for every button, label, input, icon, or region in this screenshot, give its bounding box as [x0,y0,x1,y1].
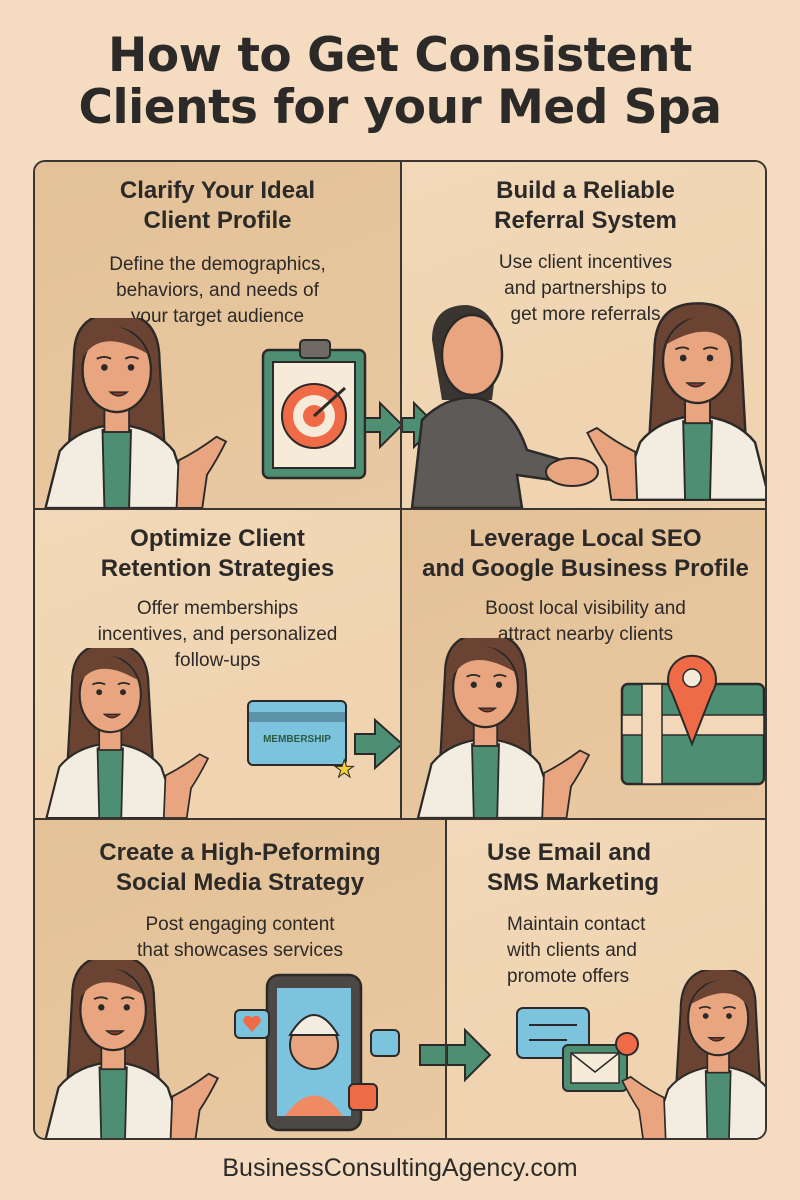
handshake-illustration [402,302,765,508]
description-line: Use client incentives [498,252,673,273]
panel-description: Boost local visibility and attract nearby… [402,596,765,648]
doctor-illustration [447,970,765,1138]
panel-heading: Leverage Local SEO and Google Business Pr… [402,524,765,584]
description-line: promote offers [507,966,630,987]
description-line: Maintain contact [507,914,646,935]
email-icon [562,1044,628,1092]
like-bubble-icon [348,1083,378,1111]
heart-bubble-icon [234,1009,270,1039]
heading-line: Client Profile [143,207,292,234]
client-figure [410,305,564,508]
description-line: and partnerships to [504,278,667,299]
description-line: Define the demographics, [109,254,326,275]
heading-line: Referral System [494,207,677,234]
description-line: with clients and [507,940,637,961]
doctor-illustration [43,960,445,1138]
footer-website: BusinessConsultingAgency.com [222,1154,578,1182]
heading-line: Optimize Client [130,525,305,552]
description-line: attract nearby clients [497,624,674,645]
arrow-icon [419,1044,445,1066]
description-line: Boost local visibility and [485,598,686,619]
heading-line: Create a High-Peforming [99,839,381,866]
panel-description: Offer memberships incentives, and persona… [35,596,400,674]
description-line: follow-ups [174,650,261,671]
handshake-icon [545,457,599,487]
star-icon: ★ [333,756,355,783]
arrow-icon [364,400,400,450]
panel-description: Maintain contact with clients and promote … [447,912,765,990]
title-line-1: How to Get Consistent [108,28,692,83]
description-line: get more referrals [510,304,661,325]
heading-line: Leverage Local SEO [469,525,702,552]
heading-line: Build a Reliable [496,177,675,204]
description-line: behaviors, and needs of [116,280,319,301]
smartphone-icon [265,973,363,1132]
heading-line: Clarify Your Ideal [119,177,316,204]
doctor-illustration [416,638,765,818]
description-line: Post engaging content [145,914,335,935]
arrow-icon [354,717,400,771]
card-label: MEMBERSHIP [263,734,331,745]
panel-description: Define the demographics, behaviors, and n… [35,252,400,330]
panel-description: Use client incentives and partnerships to… [402,250,765,328]
heading-line: Use Email and [487,839,652,866]
target-clipboard-icon [261,339,367,480]
panel-description: Post engaging content that showcases serv… [35,912,445,964]
heading-line: and Google Business Profile [422,555,749,582]
location-pin-icon [667,654,717,747]
chat-bubble-icon [370,1029,400,1057]
title-line-2: Clients for your Med Spa [78,80,722,135]
notification-badge-icon [615,1032,639,1056]
description-line: Offer memberships [136,598,299,619]
doctor-illustration [45,648,400,818]
heading-line: Retention Strategies [100,555,335,582]
page-title: How to Get Consistent Clients for your M… [0,30,800,134]
description-line: that showcases services [137,940,343,961]
description-line: your target audience [130,306,305,327]
heading-line: SMS Marketing [487,869,660,896]
description-line: incentives, and personalized [97,624,338,645]
panel-local-seo: Leverage Local SEO and Google Business Pr… [402,510,765,820]
membership-card: MEMBERSHIP ★ [247,700,355,782]
doctor-illustration [44,318,400,508]
heading-line: Social Media Strategy [115,869,365,896]
